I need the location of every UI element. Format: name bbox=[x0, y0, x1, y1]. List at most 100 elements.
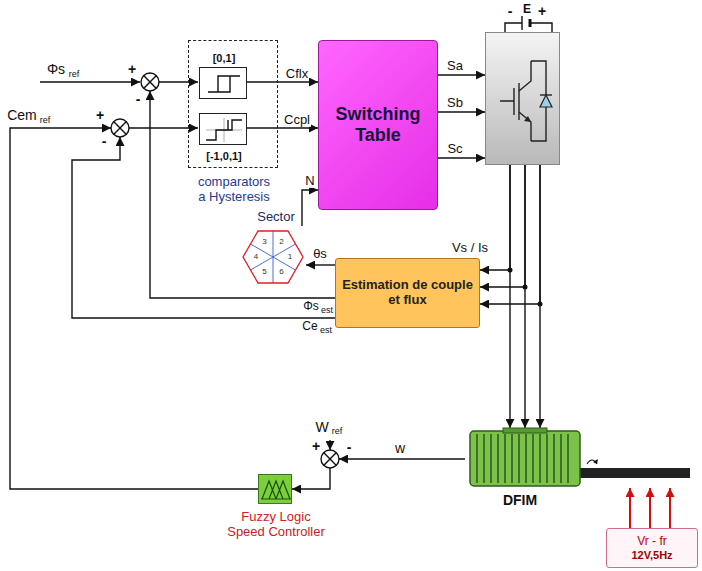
hysteresis-comparator-label: [-1,0,1] bbox=[206, 150, 241, 163]
flux-feedback-wire bbox=[150, 91, 335, 298]
hysteresis-symbol bbox=[200, 114, 248, 146]
sign: + bbox=[96, 108, 104, 123]
flux-reference-wire bbox=[40, 81, 140, 82]
hysteresis-loop bbox=[208, 76, 240, 92]
sector-hexagon-symbol bbox=[240, 226, 306, 288]
axis-cross bbox=[206, 118, 242, 142]
flux-sum-junction bbox=[141, 73, 159, 91]
junction-cross bbox=[324, 453, 337, 466]
cooling-fins bbox=[477, 434, 568, 483]
hysteresis-comparator: [0,1] bbox=[199, 67, 247, 99]
transistor-symbol bbox=[486, 33, 561, 166]
speed-reference-wire bbox=[329, 440, 330, 450]
subscript: ref bbox=[40, 116, 51, 126]
terminal-box bbox=[503, 428, 547, 433]
hysteresis-comparator-label: [0,1] bbox=[213, 52, 236, 65]
signal-connector bbox=[438, 74, 485, 75]
rotor-supply-arrow bbox=[669, 488, 671, 528]
inverter: E bbox=[485, 32, 560, 165]
diode-bar bbox=[540, 94, 552, 95]
subscript: est bbox=[320, 326, 332, 336]
sector-hexagon: Sector bbox=[240, 226, 306, 288]
speed-symbol: w bbox=[395, 441, 405, 456]
reference-symbol: Cem bbox=[7, 108, 37, 123]
reference-symbol: W bbox=[315, 420, 328, 435]
signal-connector bbox=[480, 165, 540, 304]
switching-table: Switching Table bbox=[318, 40, 438, 210]
rotor-supply-box-label: Vr - fr bbox=[637, 535, 667, 549]
estimate-symbol: Ce bbox=[302, 320, 317, 333]
membership-functions bbox=[261, 481, 291, 499]
fuzzy-icon bbox=[259, 475, 293, 505]
speed-sum-junction bbox=[321, 450, 339, 468]
channel-bar bbox=[518, 83, 519, 120]
rotation-arrowhead bbox=[593, 459, 598, 464]
battery-sign: + bbox=[538, 4, 546, 19]
torque-sum-junction bbox=[111, 119, 129, 137]
sign: + bbox=[312, 439, 320, 454]
dfim-machine-label: DFIM bbox=[503, 492, 537, 508]
speed-feedback-wire bbox=[339, 458, 465, 459]
sector-hexagon-label: Sector bbox=[257, 210, 295, 225]
signal-label: Cflx bbox=[285, 67, 309, 81]
shaft bbox=[580, 468, 690, 478]
transistor-leads bbox=[500, 61, 531, 141]
sign: - bbox=[136, 92, 141, 107]
sign: + bbox=[128, 62, 136, 77]
signal-connector bbox=[438, 111, 485, 112]
hexagon-outline bbox=[243, 231, 303, 283]
junction-cross bbox=[114, 122, 127, 135]
sector-number: 4 bbox=[254, 253, 258, 262]
rotation-arrow bbox=[587, 460, 597, 464]
hysteresis-comparator: [-1,0,1] bbox=[199, 113, 247, 145]
signal-label: Sa bbox=[446, 59, 464, 73]
torque-feedback-wire bbox=[72, 137, 335, 318]
signal-connector bbox=[438, 157, 485, 158]
signal-connector bbox=[247, 81, 318, 82]
sign: - bbox=[347, 440, 352, 455]
sector-number: 2 bbox=[279, 238, 283, 247]
rotor-supply-arrow bbox=[629, 488, 631, 528]
rotor-supply-box-label: 12V,5Hz bbox=[631, 549, 672, 562]
sector-number: 6 bbox=[279, 267, 283, 276]
signal-label: Vs / Is bbox=[451, 241, 489, 255]
subscript: ref bbox=[69, 70, 80, 80]
battery-plate-short bbox=[529, 19, 532, 27]
signal-label: Ccpl bbox=[283, 113, 311, 127]
machine-drawing bbox=[465, 428, 695, 488]
dfim-machine: DFIM bbox=[465, 428, 695, 488]
sector-spokes bbox=[251, 231, 296, 283]
emitter-arrow bbox=[524, 116, 531, 122]
speed-error-wire bbox=[292, 468, 330, 489]
signal-label: Sc bbox=[446, 142, 463, 156]
hysteresis-group: comparators a Hysteresis[0,1][-1,0,1] bbox=[188, 40, 278, 168]
rotor-supply-arrow bbox=[649, 488, 651, 528]
hysteresis-group-label: comparators a Hysteresis bbox=[193, 175, 275, 205]
sector-number: 1 bbox=[288, 253, 292, 262]
sign: - bbox=[102, 134, 107, 149]
stator-body bbox=[470, 431, 580, 486]
rotor-supply-box: Vr - fr12V,5Hz bbox=[606, 528, 698, 568]
estimator-box: Estimation de couple et flux bbox=[335, 258, 480, 328]
reference-symbol: Φs bbox=[47, 62, 65, 77]
subscript: ref bbox=[332, 427, 343, 437]
hysteresis-symbol bbox=[200, 68, 248, 100]
sector-number: 3 bbox=[262, 238, 266, 247]
hysteresis-loop bbox=[206, 120, 242, 140]
estimator-box-label: Estimation de couple et flux bbox=[336, 278, 479, 308]
signal-label: N bbox=[304, 174, 315, 188]
junction-cross bbox=[144, 76, 157, 89]
flux-error-wire bbox=[159, 81, 198, 82]
battery-sign: - bbox=[508, 4, 513, 19]
subscript: est bbox=[321, 306, 333, 316]
fuzzy-controller: Fuzzy Logic Speed Controller bbox=[258, 474, 292, 504]
inverter-label: E bbox=[523, 3, 531, 17]
signal-label: θs bbox=[312, 247, 328, 261]
switching-table-label: Switching Table bbox=[319, 104, 437, 145]
fuzzy-controller-label: Fuzzy Logic Speed Controller bbox=[221, 510, 331, 540]
diode-triangle bbox=[540, 95, 552, 107]
sector-number: 5 bbox=[262, 267, 266, 276]
battery-plate-long bbox=[521, 16, 522, 30]
signal-label: Sb bbox=[446, 96, 464, 110]
signal-connector bbox=[247, 127, 318, 128]
